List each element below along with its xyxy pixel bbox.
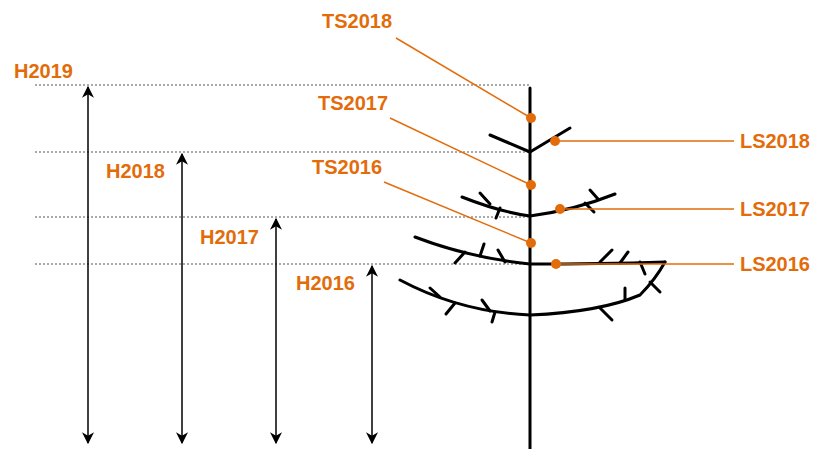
terminal-shoot-label: TS2016 — [312, 156, 382, 178]
level-lines — [35, 85, 530, 264]
height-arrows — [88, 87, 372, 443]
terminal-shoot-label: TS2017 — [318, 92, 388, 114]
height-label: H2018 — [106, 160, 165, 182]
leader-lines — [384, 38, 734, 264]
lateral-shoot-label: LS2016 — [740, 253, 810, 275]
height-label: H2016 — [296, 272, 355, 294]
height-label: H2017 — [200, 226, 259, 248]
sample-points — [526, 113, 565, 269]
lateral-shoot-label: LS2018 — [740, 130, 810, 152]
height-label: H2019 — [14, 60, 73, 82]
terminal-shoot-label: TS2018 — [322, 10, 392, 32]
lateral-shoot-label: LS2017 — [740, 198, 810, 220]
